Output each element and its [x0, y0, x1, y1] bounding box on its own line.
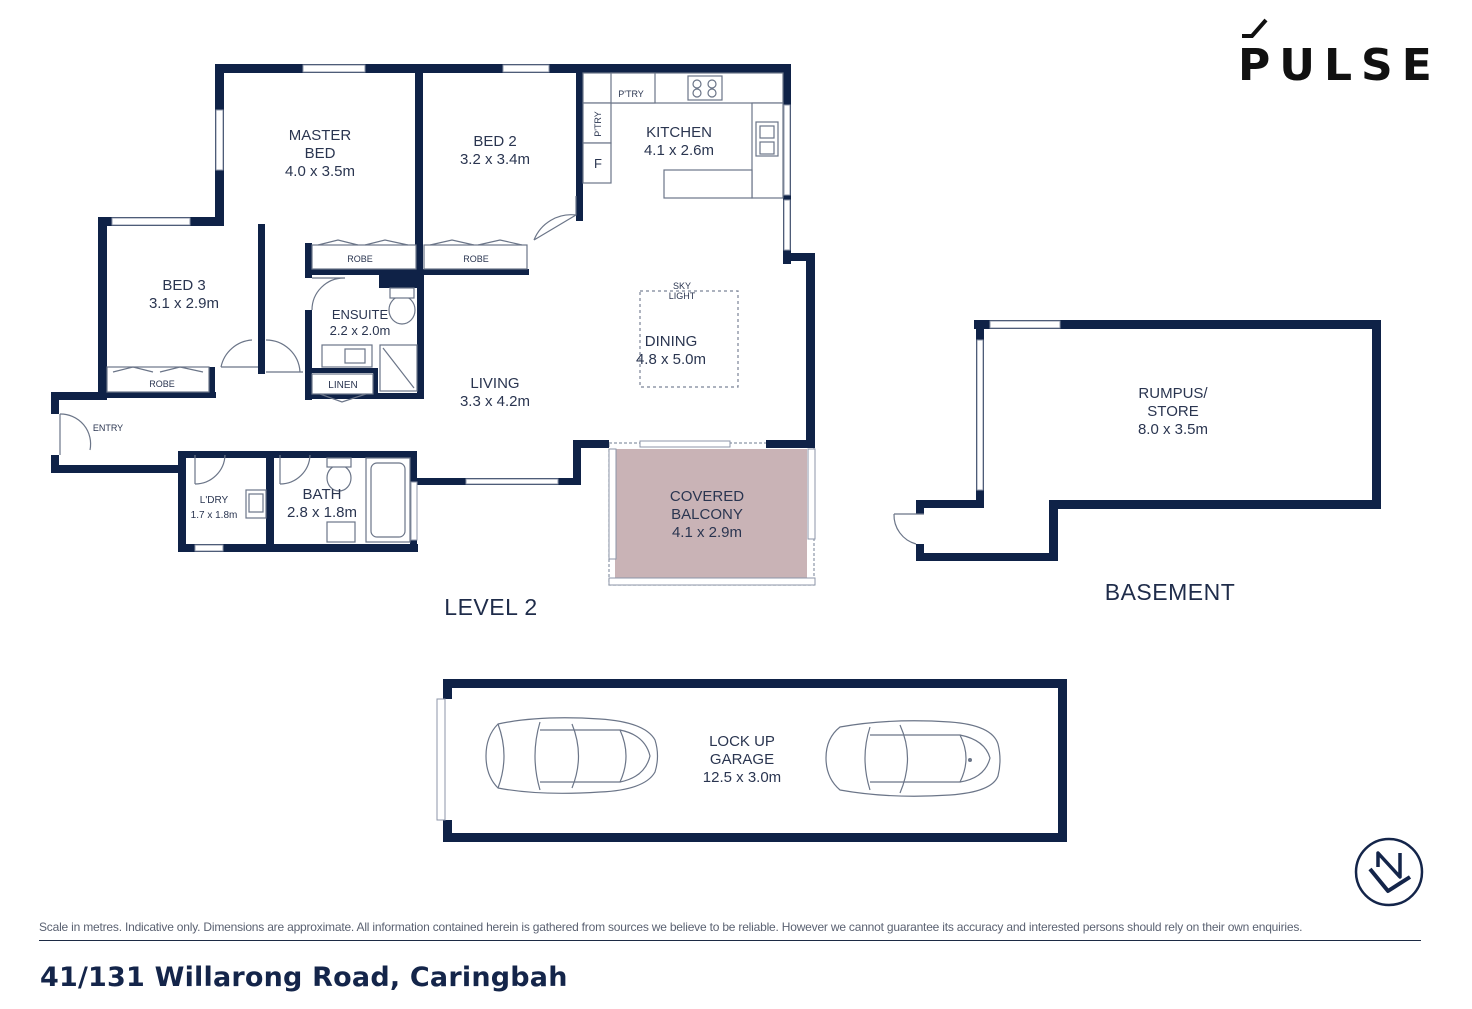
footer-divider — [39, 940, 1421, 941]
master-size: 4.0 x 3.5m — [285, 163, 355, 180]
kitchen-size: 4.1 x 2.6m — [644, 142, 714, 159]
bath-size: 2.8 x 1.8m — [287, 504, 357, 521]
garage-size: 12.5 x 3.0m — [703, 769, 781, 786]
living-size: 3.3 x 4.2m — [460, 393, 530, 410]
balcony-name1: COVERED — [670, 488, 744, 505]
balcony-size: 4.1 x 2.9m — [672, 524, 742, 541]
robe-label-bed3: ROBE — [149, 379, 175, 389]
brand-name: PULSE — [1238, 40, 1441, 91]
robe-fittings — [106, 239, 528, 403]
ensuite-name: ENSUITE — [332, 307, 389, 322]
master-name1: MASTER — [289, 127, 352, 144]
kitchen-name: KITCHEN — [646, 124, 712, 141]
ensuite-size: 2.2 x 2.0m — [330, 323, 391, 338]
robe-label-bed2: ROBE — [463, 254, 489, 264]
laundry-name: L'DRY — [200, 495, 229, 506]
rumpus-name1: RUMPUS/ — [1138, 385, 1208, 402]
disclaimer-text: Scale in metres. Indicative only. Dimens… — [39, 920, 1303, 934]
rumpus-size: 8.0 x 3.5m — [1138, 421, 1208, 438]
pantry-label-side: P'TRY — [593, 111, 603, 137]
doors — [59, 196, 577, 485]
bed3-name: BED 3 — [162, 277, 205, 294]
living-name: LIVING — [470, 375, 519, 392]
master-name2: BED — [305, 145, 336, 162]
rumpus-name2: STORE — [1147, 403, 1198, 420]
skylight-label2: LIGHT — [669, 291, 696, 301]
check-tick-icon — [1242, 18, 1268, 38]
bed2-size: 3.2 x 3.4m — [460, 151, 530, 168]
entry-label: ENTRY — [93, 423, 123, 433]
bath-name: BATH — [303, 486, 342, 503]
level-2-plan: MASTER BED 4.0 x 3.5m BED 2 3.2 x 3.4m K… — [51, 64, 816, 620]
garage-name2: GARAGE — [710, 751, 774, 768]
bed3-size: 3.1 x 2.9m — [149, 295, 219, 312]
bed2-name: BED 2 — [473, 133, 516, 150]
dining-size: 4.8 x 5.0m — [636, 351, 706, 368]
bathroom-fittings — [245, 287, 418, 543]
brand-logo: PULSE — [1238, 18, 1432, 90]
skylight-outline — [639, 290, 739, 388]
dining-name: DINING — [645, 333, 698, 350]
garage-plan: LOCK UP GARAGE 12.5 x 3.0m — [436, 679, 1067, 842]
kitchen-fittings — [582, 72, 784, 199]
garage-name1: LOCK UP — [709, 733, 775, 750]
pantry-label-top: P'TRY — [618, 89, 644, 99]
agency-seal-icon — [1354, 837, 1424, 907]
interior-walls — [101, 64, 583, 551]
linen-label: LINEN — [328, 380, 357, 391]
level-2-title: LEVEL 2 — [444, 594, 537, 620]
windows — [111, 64, 791, 552]
basement-plan: RUMPUS/ STORE 8.0 x 3.5m BASEMENT — [893, 320, 1381, 605]
car-icon — [485, 717, 659, 794]
laundry-size: 1.7 x 1.8m — [191, 510, 238, 521]
property-address: 41/131 Willarong Road, Caringbah — [40, 962, 568, 993]
robe-label-master: ROBE — [347, 254, 373, 264]
fridge-label: F — [594, 156, 602, 171]
balcony-floor — [615, 449, 807, 579]
skylight-label1: SKY — [673, 281, 691, 291]
basement-title: BASEMENT — [1105, 579, 1236, 605]
balcony-name2: BALCONY — [671, 506, 743, 523]
room-labels: MASTER BED 4.0 x 3.5m BED 2 3.2 x 3.4m K… — [93, 89, 744, 541]
car-icon — [825, 720, 1001, 797]
